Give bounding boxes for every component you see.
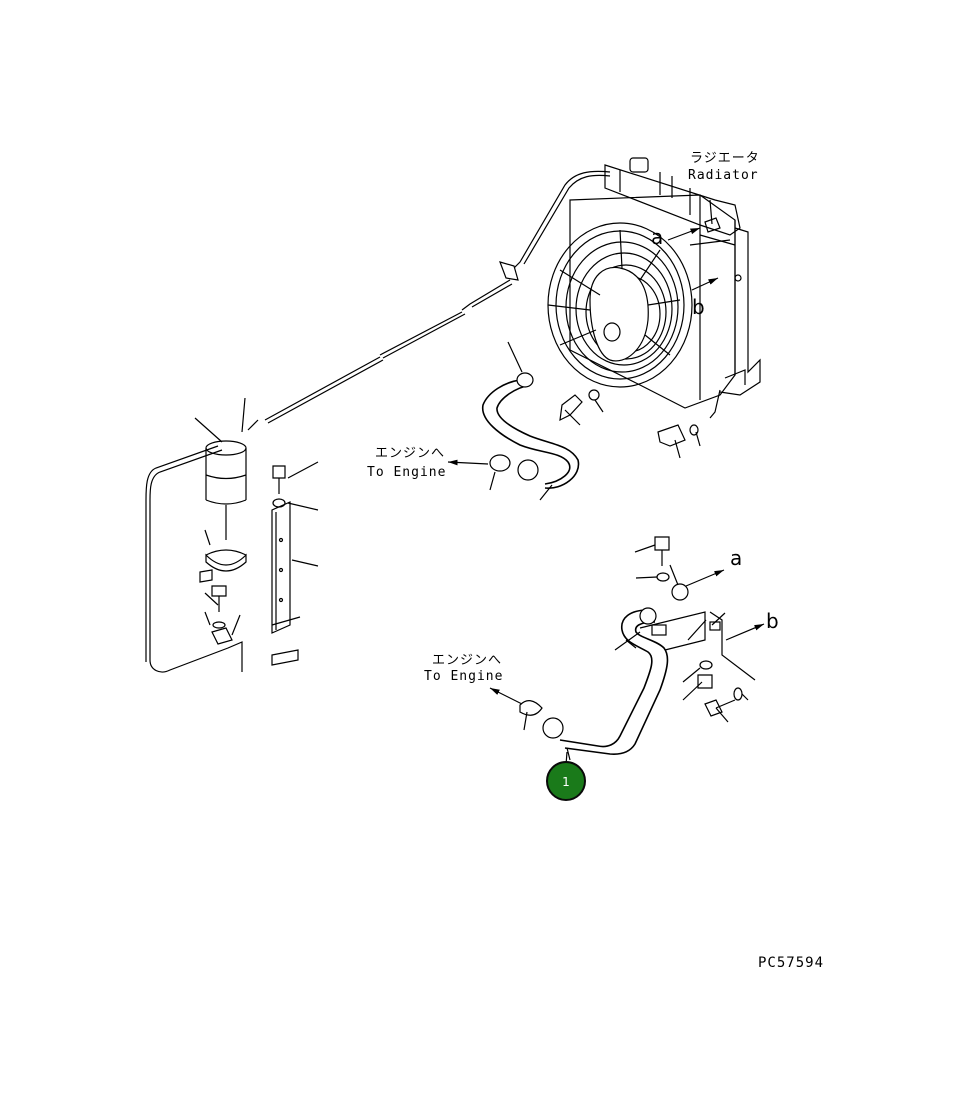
to-engine-en-label-1: To Engine [367,465,446,480]
callout-circle[interactable] [546,761,586,801]
radiator-en-label: Radiator [688,168,759,183]
ref-b-top-arrow [691,277,719,291]
to-engine-en-label-2: To Engine [424,669,503,684]
ref-b-bottom-arrow [725,623,765,641]
to-engine-arrow-1 [447,459,489,466]
drawing-code: PC57594 [758,955,824,971]
upper-hose-group [482,341,701,501]
overflow-tube [145,170,611,673]
lower-hose-group [519,536,756,761]
radiator-jp-label: ラジエータ [690,151,760,166]
ref-a-top-arrow [667,227,701,241]
to-engine-jp-label-2: エンジンへ [432,653,502,668]
radiator-assembly [547,157,761,419]
ref-b-top: b [692,295,705,319]
callout-1[interactable]: 1 [546,751,586,801]
to-engine-arrow-2 [489,687,523,705]
ref-a-bottom: a [730,546,742,570]
ref-a-bottom-arrow [685,569,725,587]
ref-a-top: a [651,225,663,249]
callout-number: 1 [562,775,570,789]
ref-b-bottom: b [766,609,779,633]
to-engine-jp-label-1: エンジンへ [375,446,445,461]
